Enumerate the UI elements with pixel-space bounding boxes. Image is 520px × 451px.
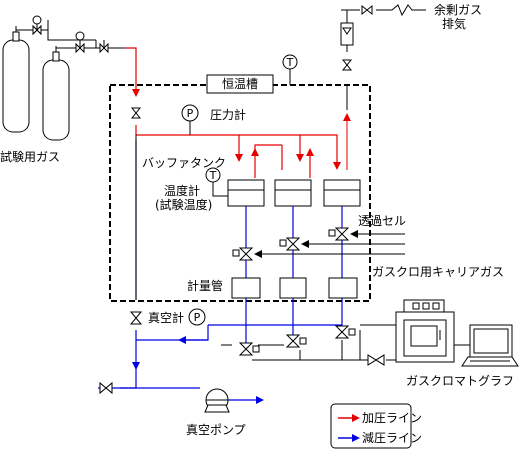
depressurized-tank-lines [245,206,343,345]
regulator-1 [32,15,42,36]
metering-tube-label: 計量管 [187,278,223,293]
thermometer-stem [212,182,228,197]
vacuum-main-line [98,140,342,404]
vacuum-bottom-valve [99,381,113,395]
valve-inlet [99,40,109,54]
chamber-thermometer-symbol: T [286,56,294,69]
vacuum-gauge-label: 真空計 [148,310,184,325]
chromatograph-valve [367,354,385,366]
pressurized-manifold [239,134,341,178]
bottom-valve-2 [285,334,307,348]
regulator-2 [75,31,85,54]
test-gas-label: 試験用ガス [0,149,60,164]
buffer-tank-label: バッファタンク [142,156,226,170]
test-temperature-label: (試験温度) [155,197,212,212]
vacuum-gauge-symbol: P [194,311,201,324]
buffer-tank-3 [323,179,361,207]
thermometer-symbol: T [209,169,217,182]
flow-meter [340,9,354,46]
legend-depressurized-label: 減圧ライン [362,430,422,445]
gas-chromatograph-icon [395,299,470,363]
exhaust-valve-upper [361,4,373,16]
bottom-valve-1 [238,342,260,356]
legend-pressurized-label: 加圧ライン [362,411,422,425]
cell-valve-1 [232,247,254,261]
cell-valve-2 [279,237,301,251]
exhaust-valve-lower [341,59,353,71]
exhaust-line [343,4,426,170]
metering-tube-3 [328,277,358,299]
gas-cylinder-1 [2,26,30,133]
legend: 加圧ライン 減圧ライン [330,403,422,449]
vacuum-pump-icon [204,388,230,413]
permeation-cell-label: 透過セル [358,214,406,228]
buffer-tank-1 [227,179,265,207]
valve-supply [130,107,142,119]
bottom-valve-3 [334,325,356,339]
pressure-gauge-symbol: P [187,107,194,120]
pressurized-supply-line [125,47,243,162]
chromatograph-feed-lines [221,324,400,361]
exhaust-label: 排気 [442,16,466,31]
cylinder-piping [15,20,125,49]
chamber-title: 恒温槽 [222,77,258,91]
chamber-title-box [206,74,274,94]
vacuum-pump-label: 真空ポンプ [186,423,246,437]
computer-icon [461,324,519,367]
vacuum-valve [129,311,143,325]
thermometer-label: 温度計 [164,183,200,198]
metering-tube-1 [231,277,261,299]
carrier-gas-label: ガスクロ用キャリアガス [372,265,504,279]
buffer-tank-2 [274,179,312,207]
pressure-gauge-label: 圧力計 [210,107,246,122]
vacuum-gauge-icon [188,308,206,326]
cell-valve-3 [328,227,350,241]
gas-chromatograph-label: ガスクロマトグラフ [406,374,514,388]
carrier-gas-lines [254,230,405,258]
excess-gas-label: 余剰ガス [434,2,482,17]
metering-tube-2 [279,277,307,299]
gas-cylinder-2 [42,46,70,141]
